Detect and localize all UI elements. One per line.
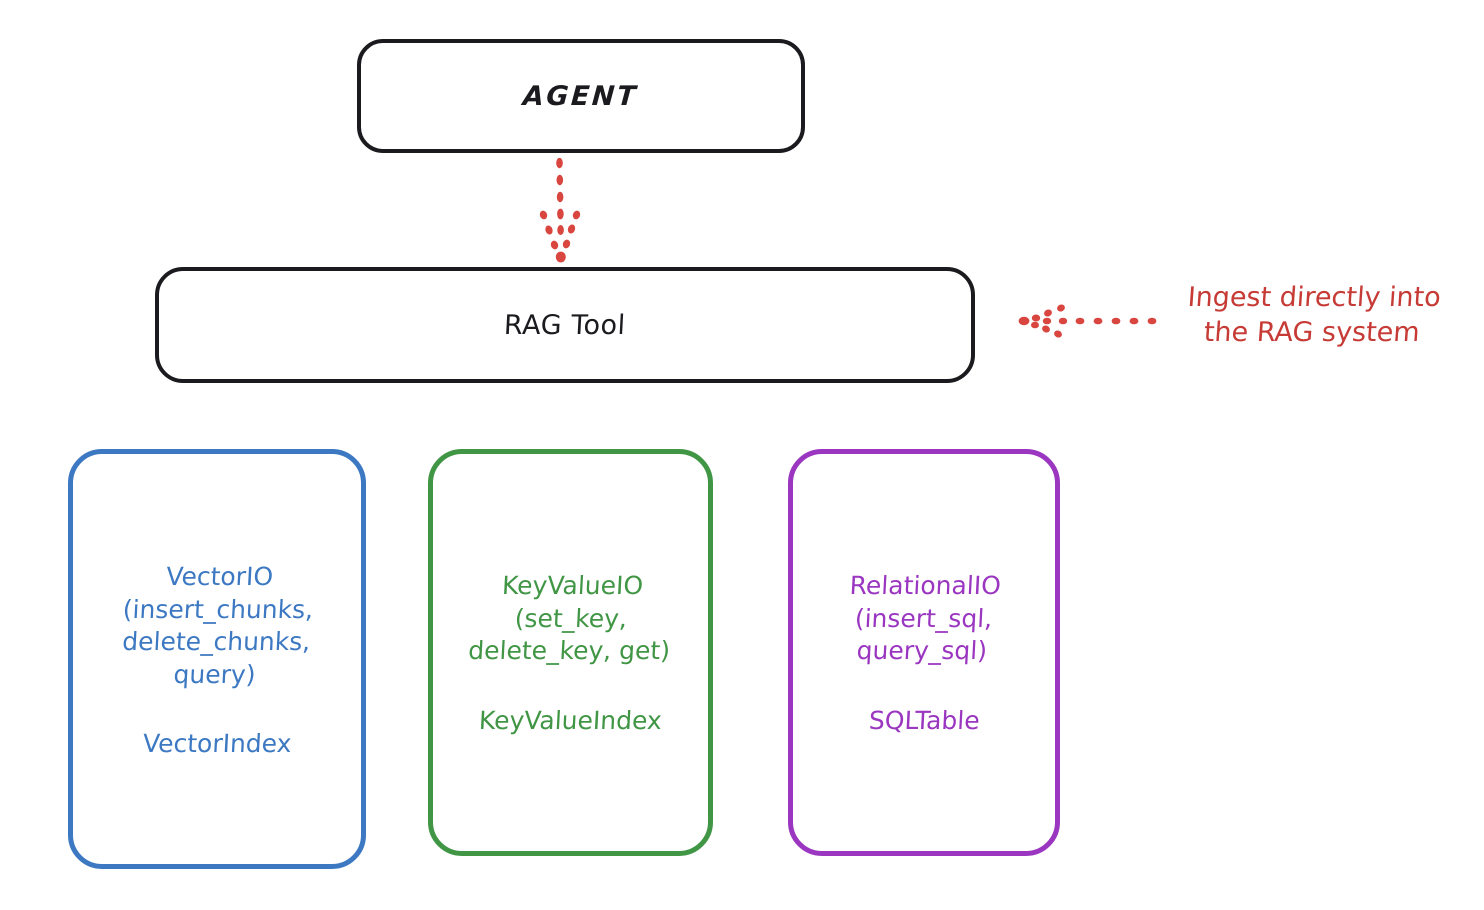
relational-io-node[interactable]: RelationalIO (insert_sql, query_sql) SQL… [788, 449, 1060, 856]
rag-tool-node[interactable]: RAG Tool [155, 267, 975, 383]
vector-io-api-label: VectorIO (insert_chunks, delete_chunks, … [121, 561, 314, 689]
agent-label: AGENT [522, 80, 640, 112]
vector-io-node[interactable]: VectorIO (insert_chunks, delete_chunks, … [68, 449, 366, 869]
rag-tool-label: RAG Tool [503, 309, 627, 341]
relational-io-api-label: RelationalIO (insert_sql, query_sql) [849, 571, 1003, 666]
dotted-arrow-left-icon [1018, 295, 1158, 345]
keyvalue-index-label: KeyValueIndex [478, 705, 663, 735]
keyvalue-io-node[interactable]: KeyValueIO (set_key, delete_key, get) Ke… [428, 449, 713, 856]
sql-table-label: SQLTable [867, 705, 981, 735]
dotted-arrow-down-icon [505, 157, 615, 268]
agent-node[interactable]: AGENT [357, 39, 805, 153]
vector-index-label: VectorIndex [141, 728, 293, 758]
keyvalue-io-api-label: KeyValueIO (set_key, delete_key, get) [467, 571, 671, 666]
ingest-annotation-label: Ingest directly into the RAG system [1186, 282, 1442, 349]
